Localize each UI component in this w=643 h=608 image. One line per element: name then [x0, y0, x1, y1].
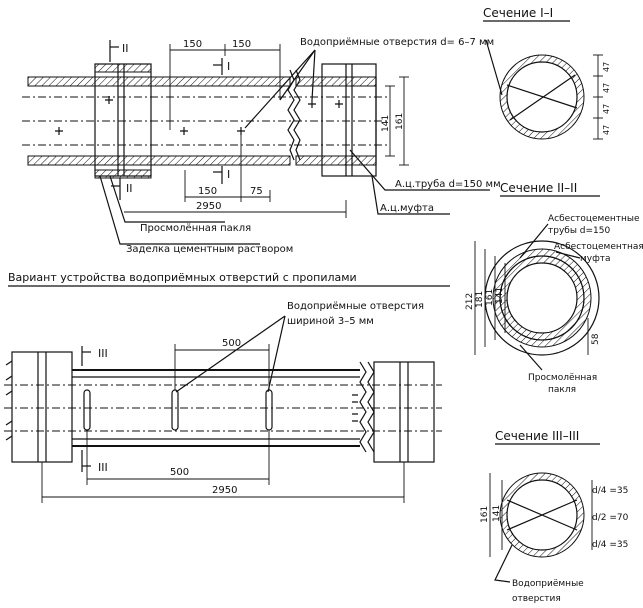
label-holes-top: Водоприёмные отверстия d= 6–7 мм [300, 37, 494, 48]
pipe-wall-top [27, 76, 291, 87]
top-pipe-view: 141 161 150 150 II I I II 150 75 2950 [22, 37, 501, 255]
label-tow-top: Просмолённая пакля [140, 223, 251, 234]
dim-2950-bottom: 2950 [212, 485, 237, 496]
sec3-dim-d4-top: d/4 =35 [592, 486, 628, 496]
dim-500-bottom: 500 [170, 467, 189, 478]
dim-500-top: 500 [222, 338, 241, 349]
sec2-dim-181: 181 [475, 291, 485, 308]
sec2-label-pipes-1: Асбестоцементные [548, 214, 640, 224]
label-pipe: А.ц.труба d=150 мм [395, 179, 501, 190]
dim-2950-top: 2950 [196, 201, 221, 212]
sec2-dim-212: 212 [465, 293, 475, 310]
sec2-label-tow-1: Просмолённая [528, 373, 597, 383]
sec1-dim-4: 47 [602, 125, 611, 135]
slot-2 [171, 389, 179, 431]
variant-title: Вариант устройства водоприёмных отверсти… [8, 271, 357, 284]
sec3-dim-d4-bottom: d/4 =35 [592, 540, 628, 550]
slot-3 [265, 389, 273, 431]
sec2-dim-141: 141 [495, 287, 505, 304]
sec1-dim-2: 47 [602, 83, 611, 93]
mark-III-bottom: III [98, 461, 108, 474]
mark-III-top: III [98, 347, 108, 360]
sec3-label-holes-2: отверстия [512, 594, 561, 604]
label-coupling: А.ц.муфта [380, 203, 434, 214]
sec3-dim-141: 141 [492, 505, 502, 522]
pipe-wall-bottom-right [295, 155, 377, 166]
dim-75: 75 [250, 186, 263, 197]
sec1-dim-1: 47 [602, 62, 611, 72]
sec3-label-holes-1: Водоприёмные [512, 579, 584, 589]
dim-150-a: 150 [183, 39, 202, 50]
bottom-pipe-view: III III 500 500 2950 Водоприёмные отверс… [4, 301, 442, 503]
mark-II-top: II [122, 42, 129, 55]
sec1-dim-3: 47 [602, 104, 611, 114]
dim-150-c: 150 [198, 186, 217, 197]
dim-161: 161 [395, 113, 405, 130]
slot-1 [83, 389, 91, 431]
mark-II-bottom: II [126, 182, 133, 195]
pipe-wall-bottom [27, 155, 291, 166]
section-II-II: Сечение II–II 212 181 161 141 58 Асбесто… [465, 181, 643, 395]
sec3-dim-161: 161 [480, 506, 490, 523]
hole-marks [55, 96, 343, 135]
dim-150-b: 150 [232, 39, 251, 50]
section-III-III: Сечение III–III 161 141 d/4 =35 d/2 =70 … [480, 429, 629, 604]
label-seal: Заделка цементным раствором [126, 244, 293, 255]
section-I-I: Сечение I–I 47 47 47 47 [483, 6, 611, 140]
pipe-wall-top-right [295, 76, 377, 87]
sec2-label-tow-2: пакля [548, 385, 576, 395]
section-I-title: Сечение I–I [483, 6, 553, 20]
sec2-label-pipes-2: трубы d=150 [548, 226, 611, 236]
section-III-title: Сечение III–III [495, 429, 579, 443]
sec2-dim-161: 161 [485, 289, 495, 306]
mark-I-bottom: I [227, 168, 230, 181]
label-slots-2: шириной 3–5 мм [287, 316, 374, 327]
sec2-label-coupling-2: муфта [580, 254, 611, 264]
label-slots-1: Водоприёмные отверстия [287, 301, 424, 312]
sec3-dim-d2: d/2 =70 [592, 513, 629, 523]
dim-141: 141 [381, 115, 391, 132]
section-II-title: Сечение II–II [500, 181, 577, 195]
mark-I-top: I [227, 60, 230, 73]
coupling-left-bottom [11, 351, 73, 463]
sec2-dim-58: 58 [591, 333, 601, 345]
sec2-label-coupling-1: Асбестоцементная [554, 242, 643, 252]
coupling-right-bottom [373, 361, 435, 463]
